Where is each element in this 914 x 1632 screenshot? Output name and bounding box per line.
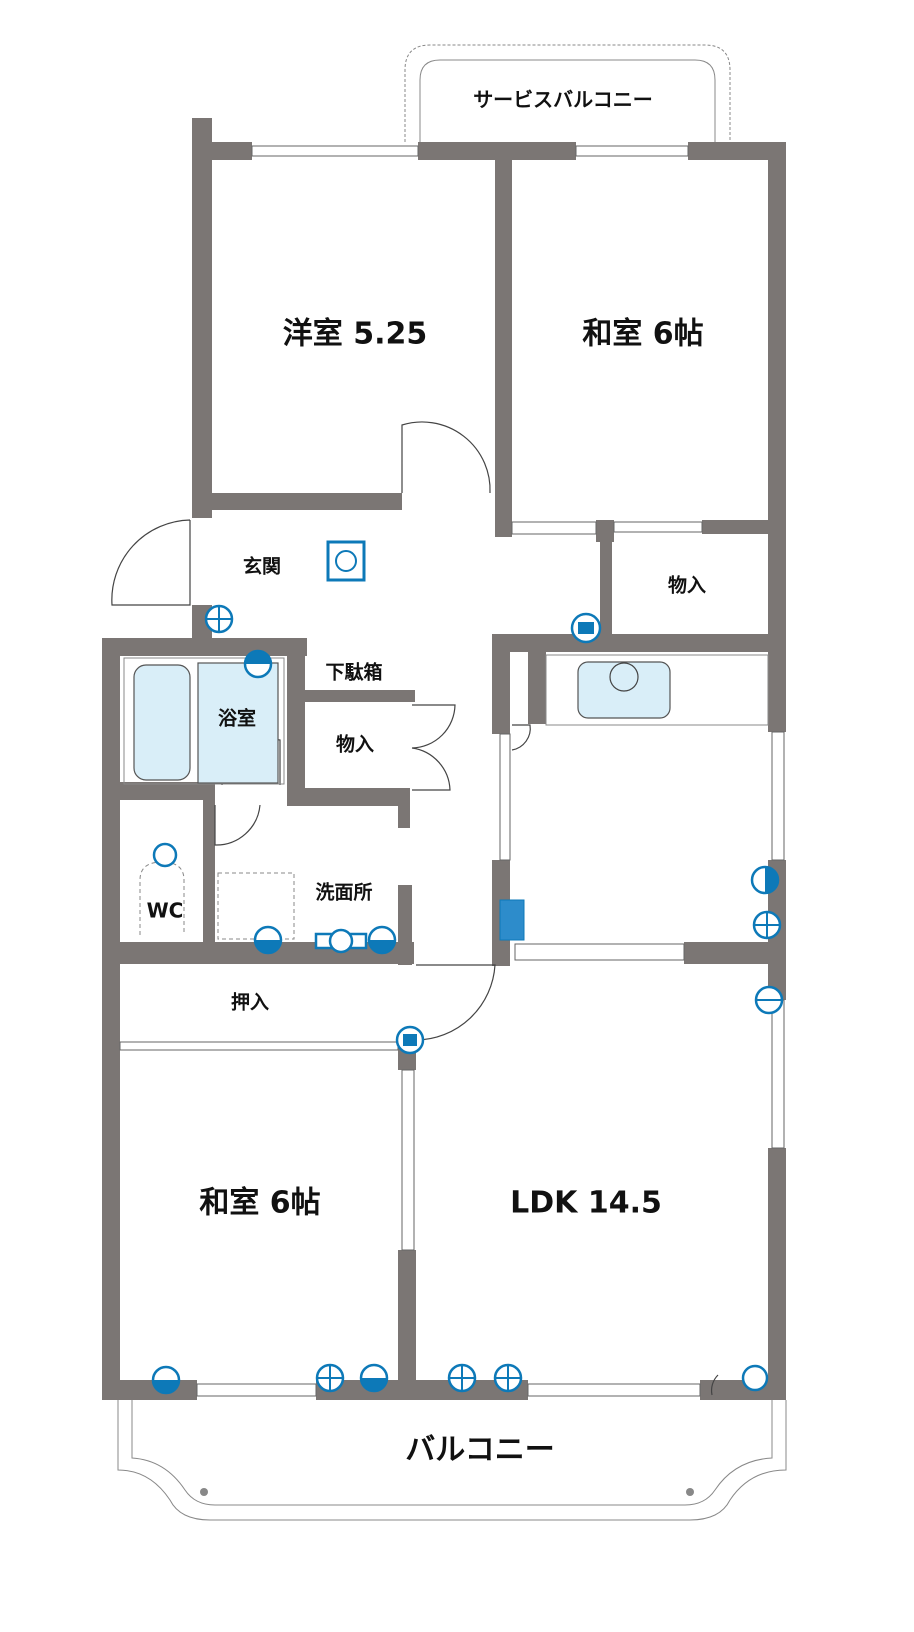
outlet-icon — [741, 1364, 769, 1392]
outlet-icon — [315, 1363, 345, 1393]
label-japanese-room-north: 和室 6帖 — [582, 317, 703, 352]
outlet-icon — [253, 925, 283, 955]
label-balcony: バルコニー — [405, 1433, 554, 1468]
balcony — [117, 1400, 787, 1521]
outlet-icon — [367, 925, 397, 955]
intercom-icon — [570, 612, 602, 644]
outlet-icon — [752, 910, 782, 940]
kitchen-counter — [545, 654, 769, 726]
outlet-icon — [204, 604, 234, 634]
washbasin-icon — [314, 928, 368, 954]
label-toilet: WC — [147, 899, 184, 923]
outlets — [151, 604, 784, 1395]
label-service-balcony: サービスバルコニー — [473, 88, 653, 112]
label-entrance: 玄関 — [243, 555, 281, 578]
outlet-icon — [493, 1363, 523, 1393]
label-storage-north: 物入 — [668, 574, 706, 597]
fridge-outlet — [499, 899, 525, 941]
outlet-icon — [395, 1025, 425, 1055]
outlet-icon — [447, 1363, 477, 1393]
toilet-fixture — [139, 842, 185, 935]
washing-machine-pan — [217, 540, 366, 940]
label-closet: 押入 — [231, 991, 269, 1014]
label-ldk: LDK 14.5 — [510, 1186, 662, 1221]
windows — [119, 145, 785, 1397]
outlet-icon — [359, 1363, 389, 1393]
label-western-room: 洋室 5.25 — [283, 317, 427, 352]
outlet-icon — [151, 1365, 181, 1395]
label-shoe-box: 下駄箱 — [325, 661, 382, 684]
label-bathroom: 浴室 — [218, 707, 256, 730]
label-japanese-room-south: 和室 6帖 — [199, 1186, 320, 1221]
label-storage-hall: 物入 — [336, 733, 374, 756]
service-balcony — [404, 44, 731, 142]
outlet-icon — [750, 865, 780, 895]
outlet-icon — [754, 985, 784, 1015]
walls — [102, 118, 786, 1400]
outlet-icon — [243, 649, 273, 679]
label-washroom: 洗面所 — [315, 881, 372, 904]
bathtub — [123, 657, 285, 785]
doors — [111, 421, 719, 1396]
